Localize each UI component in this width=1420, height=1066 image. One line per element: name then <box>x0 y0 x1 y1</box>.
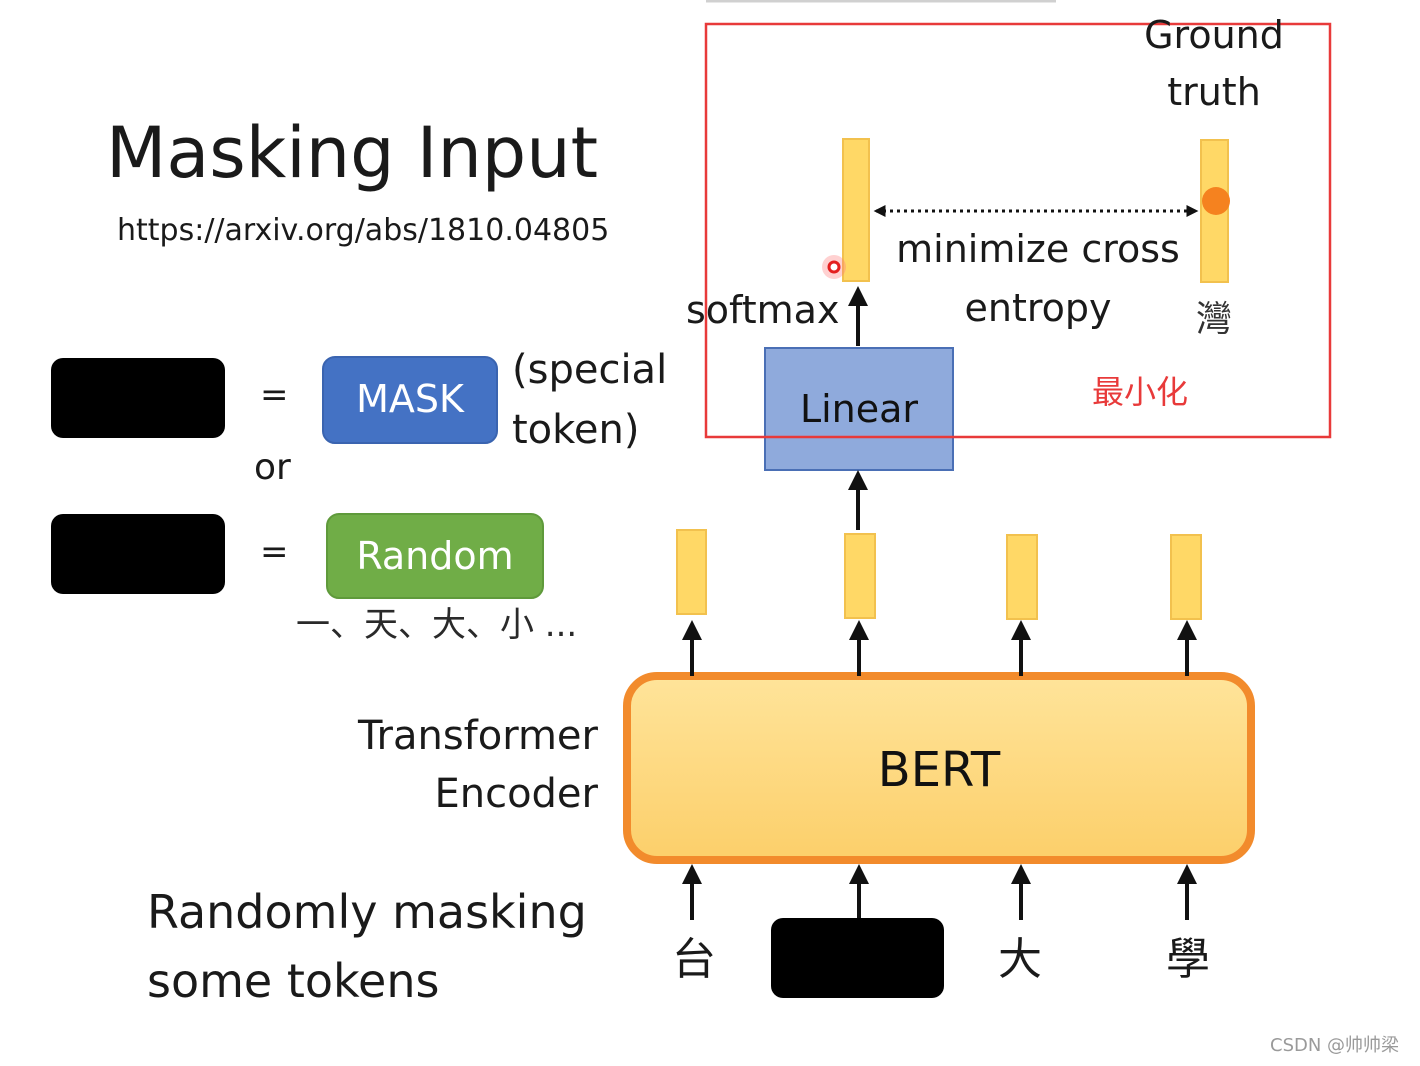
bert-box <box>623 672 1255 864</box>
annotation-text: 最小化 <box>1092 373 1189 411</box>
special-token-line-1: (special <box>512 347 668 393</box>
watermark: CSDN @帅帅梁 <box>1270 1035 1400 1056</box>
bottom-text-line-2: some tokens <box>147 954 440 1008</box>
bert-label: BERT <box>877 742 1001 798</box>
target-char: 灣 <box>1196 299 1233 340</box>
input-token-3: 大 <box>998 934 1042 985</box>
mask-label: MASK <box>356 377 464 421</box>
or-label: or <box>254 447 291 488</box>
annotation-box <box>704 22 1332 439</box>
special-token-line-2: token) <box>512 407 640 453</box>
equals-sign-2: = <box>260 532 289 572</box>
cursor-dot <box>827 260 841 274</box>
random-token-box <box>326 513 544 599</box>
loss-label-line-1: minimize cross <box>896 227 1180 271</box>
masked-input-token <box>771 918 944 998</box>
loss-label-line-2: entropy <box>964 286 1112 330</box>
input-token-1: 台 <box>672 934 716 985</box>
mask-token-box <box>322 356 498 444</box>
masked-token-box-2 <box>51 514 225 594</box>
softmax-distribution-bar <box>842 138 870 282</box>
ground-truth-line-2: truth <box>1167 70 1261 114</box>
equals-sign-1: = <box>260 375 289 415</box>
bottom-text-line-1: Randomly masking <box>147 885 587 939</box>
output-vector-3 <box>1006 534 1038 620</box>
ground-truth-line-1: Ground <box>1144 13 1284 57</box>
paper-url[interactable]: https://arxiv.org/abs/1810.04805 <box>117 213 610 248</box>
random-label: Random <box>356 534 514 578</box>
slide-title: Masking Input <box>106 112 599 194</box>
softmax-label: softmax <box>686 288 840 332</box>
linear-label: Linear <box>799 387 919 431</box>
linear-box <box>764 347 954 471</box>
masked-token-box-1 <box>51 358 225 438</box>
output-vector-2 <box>844 533 876 619</box>
one-hot-dot <box>1202 187 1230 215</box>
encoder-label-line-2: Encoder <box>434 771 598 817</box>
random-examples: 一、天、大、小 ... <box>296 605 578 645</box>
output-vector-1 <box>676 529 707 615</box>
input-token-4: 學 <box>1166 934 1210 985</box>
encoder-label-line-1: Transformer <box>357 713 598 759</box>
output-vector-4 <box>1170 534 1202 620</box>
